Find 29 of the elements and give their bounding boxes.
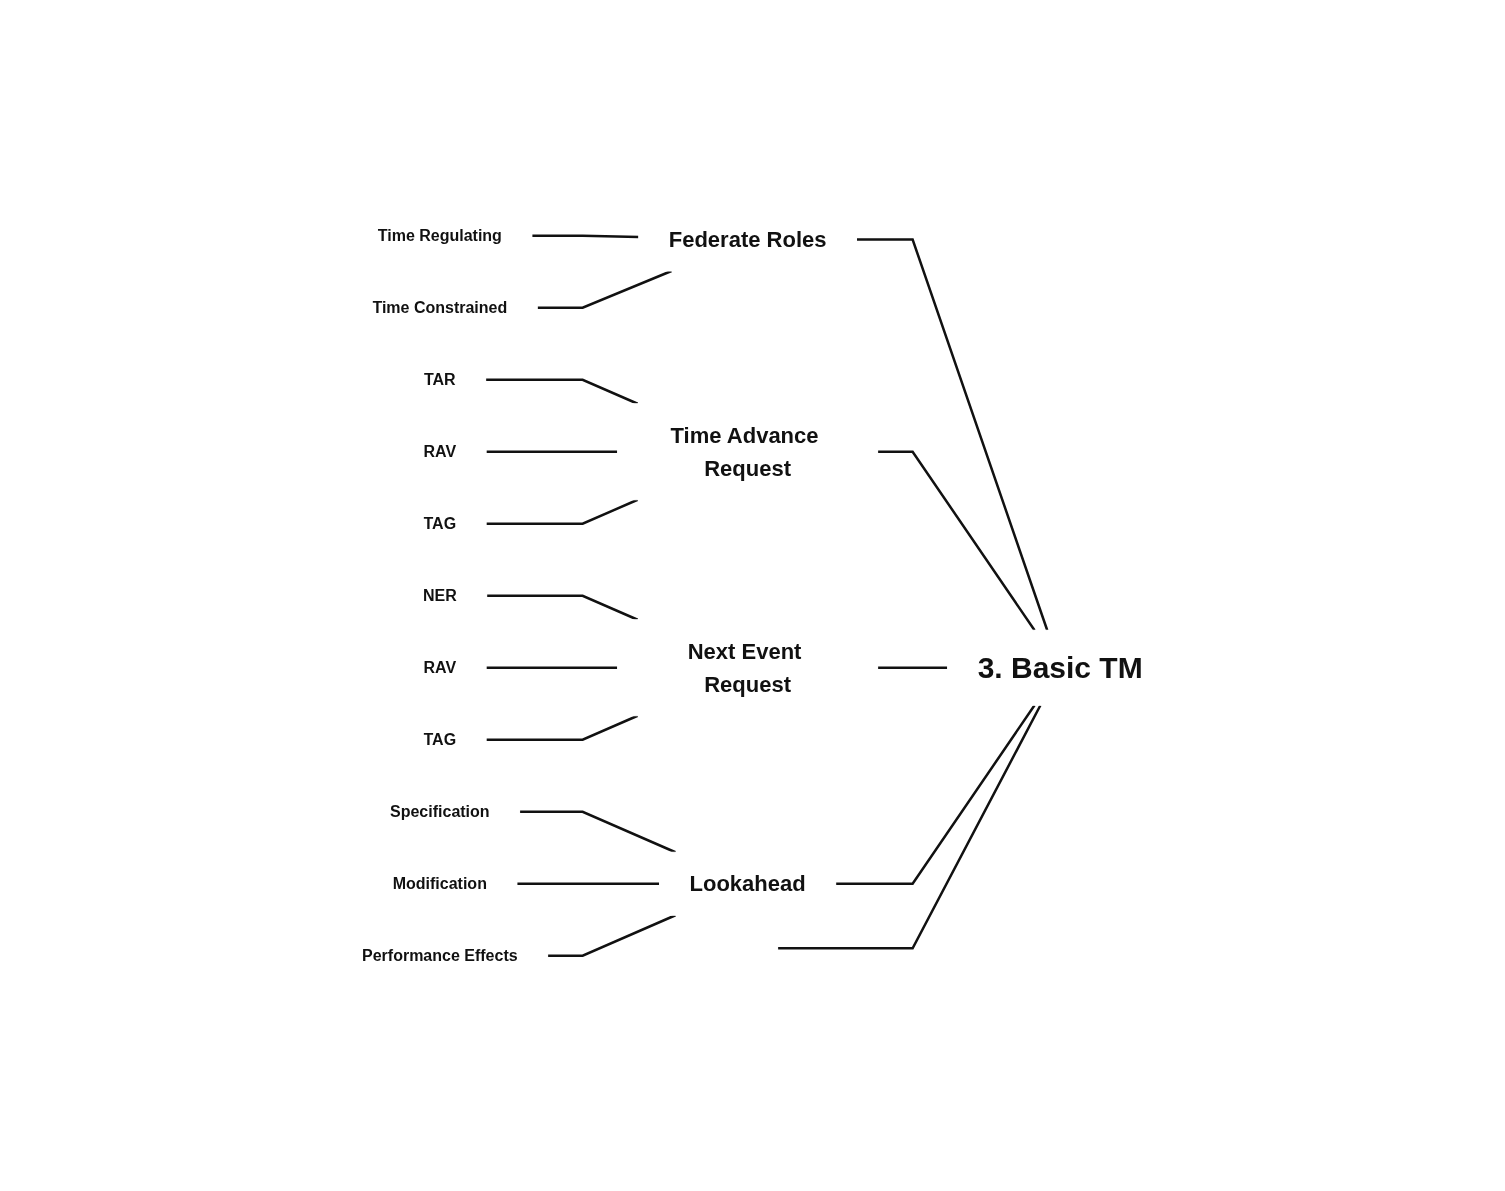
node-text: Lookahead xyxy=(689,871,806,897)
connector xyxy=(877,450,1036,632)
node-text: Time Regulating xyxy=(377,226,503,244)
node-text: Time Advance Request xyxy=(670,422,819,481)
connector xyxy=(486,450,618,454)
node-text: 3. Basic TM xyxy=(977,651,1143,685)
node-text: RAV xyxy=(423,442,457,460)
node-text: Modification xyxy=(392,874,488,892)
connector xyxy=(486,498,639,526)
node-text: Time Constrained xyxy=(372,298,508,316)
node-text: Next Event Request xyxy=(687,638,802,697)
node-text: NER xyxy=(423,586,457,604)
connector xyxy=(547,914,677,958)
connector xyxy=(777,704,1042,950)
node-text: Federate Roles xyxy=(668,227,827,253)
connector xyxy=(532,234,639,239)
connector xyxy=(877,666,948,670)
node-text: TAR xyxy=(424,370,456,388)
node-text: Performance Effects xyxy=(362,946,518,964)
connector xyxy=(835,704,1036,886)
node-text: Specification xyxy=(390,802,490,820)
connector xyxy=(486,714,639,742)
node-text: TAG xyxy=(423,514,457,532)
node-text: TAG xyxy=(423,730,457,748)
connector xyxy=(486,666,618,670)
node-text: RAV xyxy=(423,658,457,676)
connector xyxy=(517,882,660,886)
connector xyxy=(519,810,677,854)
connector xyxy=(856,238,1049,631)
